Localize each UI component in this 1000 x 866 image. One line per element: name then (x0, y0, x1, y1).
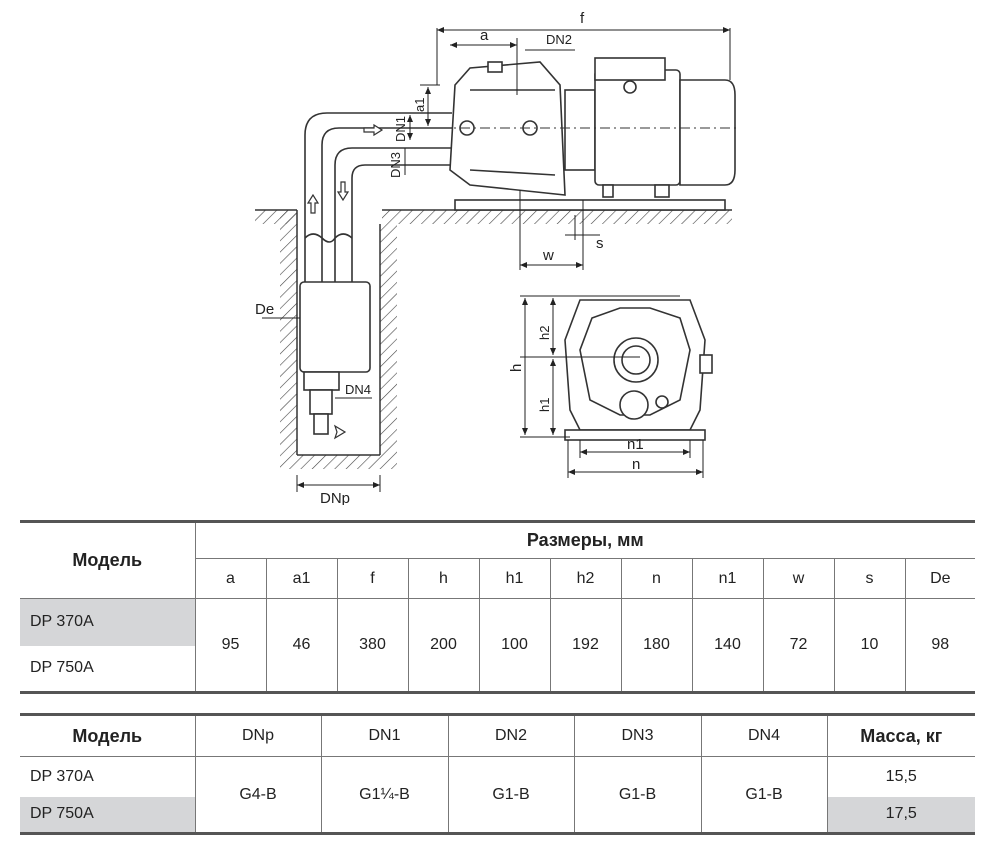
dim-label-h: h (508, 364, 525, 372)
dim-label-dn1: DN1 (393, 116, 408, 142)
mass-dp750a: 17,5 (826, 796, 975, 834)
dim-label-dn4: DN4 (345, 382, 371, 397)
dim-label-dn3: DN3 (388, 152, 403, 178)
dim-label-de: De (255, 301, 274, 318)
col-header-de: De (904, 558, 976, 599)
dim-label-s: s (596, 235, 604, 252)
ground-surface (255, 209, 732, 224)
value-a1: 46 (265, 598, 337, 693)
dim-label-dn2: DN2 (546, 32, 572, 47)
dim-label-dnp: DNp (320, 490, 350, 505)
col-header-n1: n1 (691, 558, 763, 599)
col-header-h: h (407, 558, 479, 599)
pump-front-view (564, 299, 713, 441)
connections-mass-table: Модель DNp DN1 DN2 DN3 DN4 Масса, кг DP … (20, 713, 975, 835)
col-header-dn3: DN3 (573, 714, 701, 757)
front-dimension-lines (520, 295, 704, 478)
value-dn4: G1-B (700, 756, 827, 834)
dimensions-group-header: Размеры, мм (194, 521, 976, 559)
col-header-f: f (336, 558, 408, 599)
dim-label-f: f (580, 10, 585, 27)
pump-dimension-drawing: f a DN2 a1 DN1 DN3 w s De DN4 DNp h h2 h… (255, 10, 740, 505)
col-header-s: s (833, 558, 905, 599)
flow-arrows (306, 123, 384, 440)
mass-header: Масса, кг (826, 714, 975, 757)
col-header-a1: a1 (265, 558, 337, 599)
col-header-dn2: DN2 (447, 714, 574, 757)
col-header-w: w (762, 558, 834, 599)
col-header-dn4: DN4 (700, 714, 827, 757)
model-dp370a: DP 370A (20, 598, 195, 646)
mass-dp370a: 15,5 (826, 756, 975, 797)
dim-label-h2: h2 (537, 326, 552, 340)
model-dp750a: DP 750A (30, 659, 94, 677)
value-dn1: G1¼-B (320, 756, 448, 834)
value-w: 72 (762, 598, 834, 693)
col-header-h2: h2 (549, 558, 621, 599)
value-h2: 192 (549, 598, 621, 693)
col-header-a: a (194, 558, 266, 599)
value-de: 98 (904, 598, 976, 693)
well-shaft (280, 210, 397, 469)
dim-label-n: n (632, 456, 640, 473)
value-h: 200 (407, 598, 479, 693)
value-s: 10 (833, 598, 905, 693)
value-dn3: G1-B (573, 756, 701, 834)
col-header-dnp: DNp (194, 714, 321, 757)
col-header-dn1: DN1 (320, 714, 448, 757)
pump-side-view (449, 57, 736, 211)
dimension-lines (262, 27, 731, 492)
value-h1: 100 (478, 598, 550, 693)
dim-label-a: a (480, 27, 489, 44)
value-n1: 140 (691, 598, 763, 693)
model-dp370a-2: DP 370A (30, 767, 94, 785)
value-dnp: G4-B (194, 756, 321, 834)
model-dp750a-2: DP 750A (20, 796, 195, 834)
value-dn2: G1-B (447, 756, 574, 834)
dim-label-h1: h1 (537, 398, 552, 412)
suction-pipes (299, 112, 452, 435)
dim-label-n1: n1 (627, 436, 644, 453)
value-n: 180 (620, 598, 692, 693)
dim-label-a1: a1 (412, 98, 427, 112)
col-header-h1: h1 (478, 558, 550, 599)
value-a: 95 (194, 598, 266, 693)
dim-label-w: w (542, 247, 554, 264)
model-header-2: Модель (20, 714, 195, 757)
value-f: 380 (336, 598, 408, 693)
dimensions-table: Модель Размеры, мм a a1 f h h1 h2 n n1 w… (20, 520, 976, 694)
col-header-n: n (620, 558, 692, 599)
model-header: Модель (20, 521, 195, 599)
